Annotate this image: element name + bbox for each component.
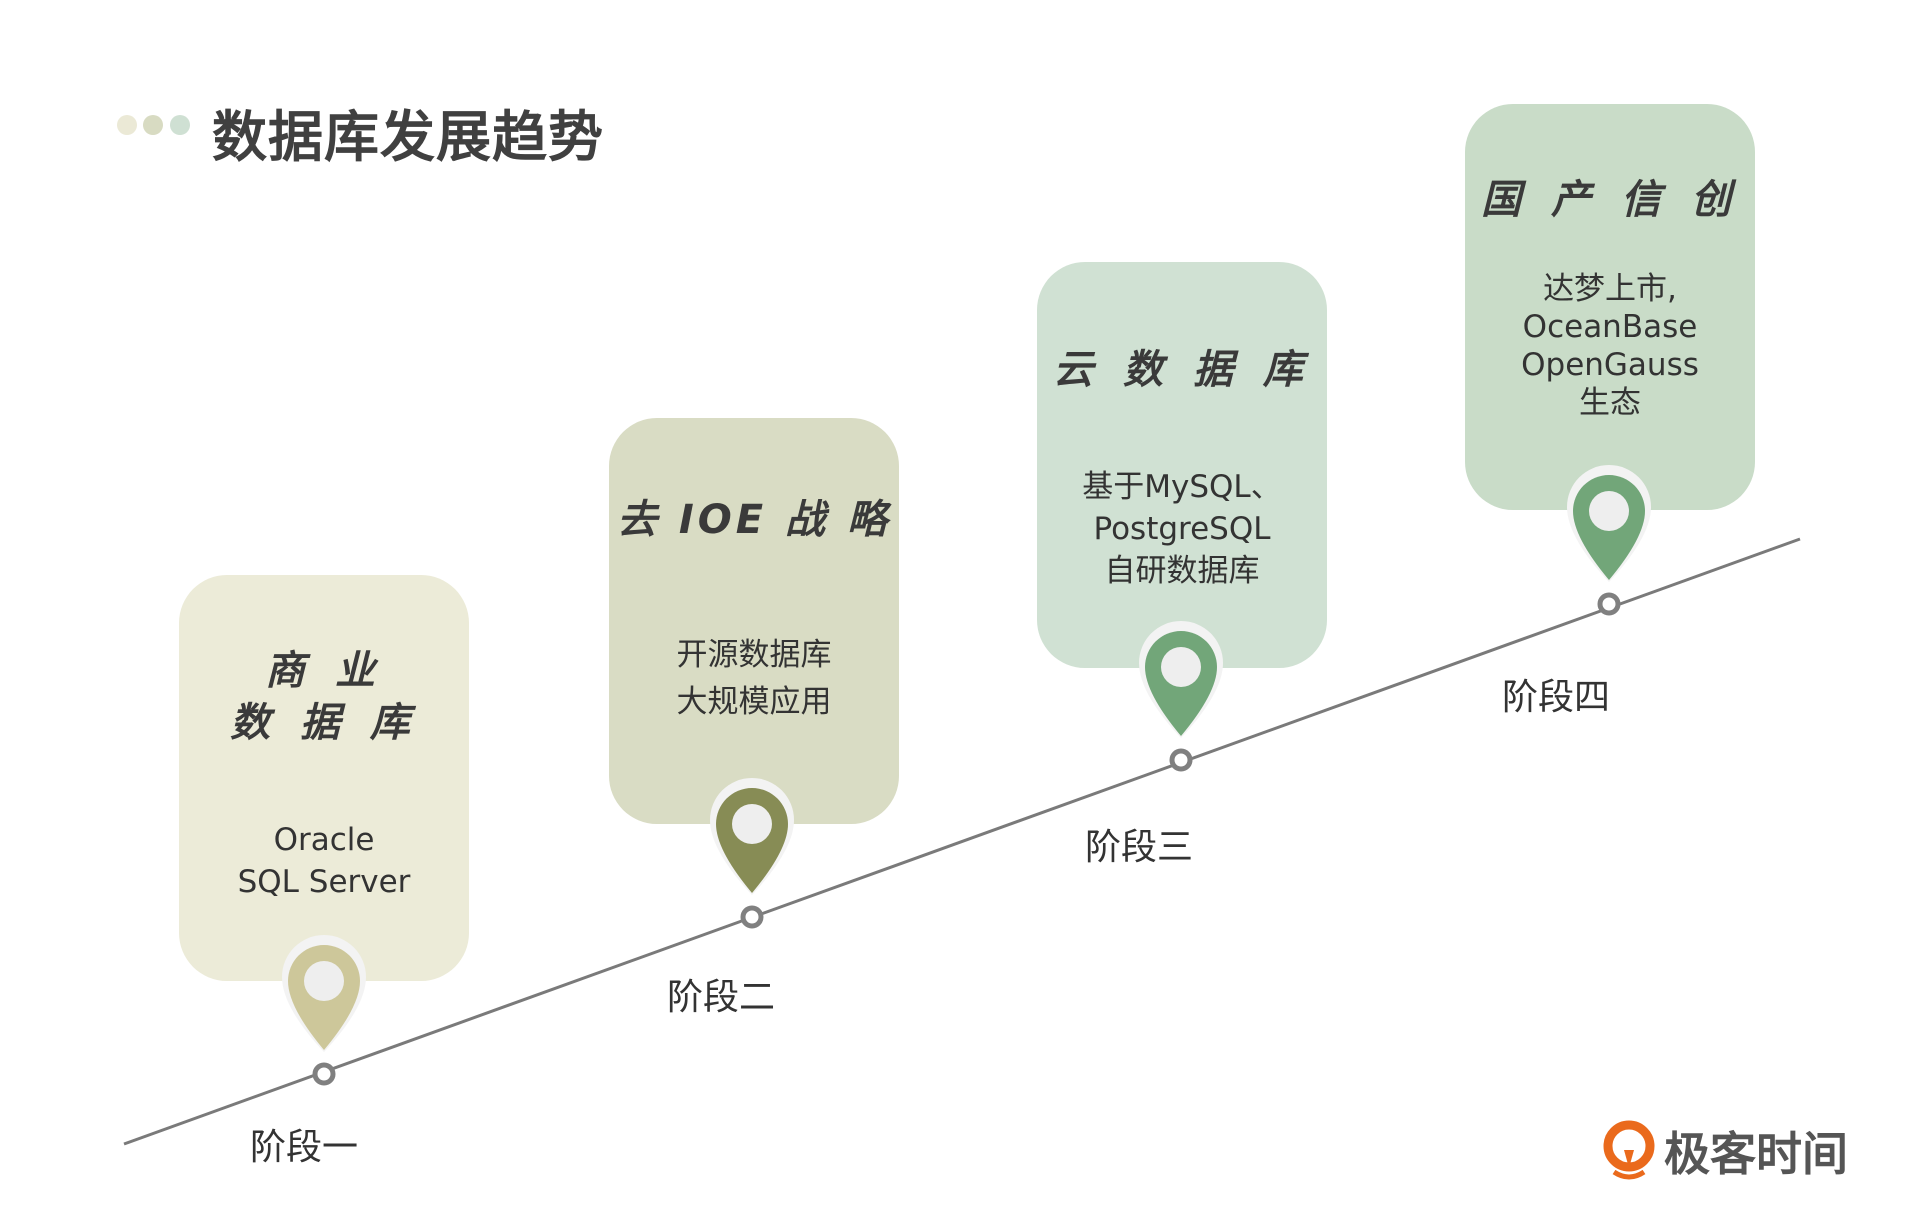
pin-center [732,804,772,844]
stage-heading: 云 数 据 库 [1053,347,1311,393]
timeline-node [1169,748,1193,772]
stage-label-2: 阶段二 [667,977,776,1018]
stage-card-3: 云 数 据 库 基于MySQL、 PostgreSQL 自研数据库 [1037,262,1327,668]
stage-label-4: 阶段四 [1502,677,1611,718]
pin-center [304,961,344,1001]
timeline-node [1597,592,1621,616]
logo-text: 极客时间 [1664,1127,1848,1181]
geektime-logo-icon [1603,1120,1655,1180]
pin-center [1161,647,1201,687]
decor-dot-3 [170,115,190,135]
pin-center [1589,491,1629,531]
page-title: 数据库发展趋势 [212,105,605,169]
timeline-node [312,1062,336,1086]
stage-body: 开源数据库 大规模应用 [676,637,832,720]
stage-heading: 商 业 数 据 库 [230,648,418,746]
stage-card-2: 去 IOE 战 略 开源数据库 大规模应用 [609,418,899,824]
timeline-node [740,905,764,929]
stage-body: 基于MySQL、 PostgreSQL 自研数据库 [1082,469,1282,589]
stage-body: 达梦上市, OceanBase OpenGauss 生态 [1521,271,1699,421]
stage-card-1: 商 业 数 据 库 Oracle SQL Server [179,575,469,981]
timeline-line [123,537,1801,1146]
geektime-logo: 极客时间 [1602,1118,1848,1184]
stage-label-1: 阶段一 [250,1127,359,1168]
stage-body: Oracle SQL Server [237,822,411,900]
stage-heading: 去 IOE 战 略 [617,497,891,543]
stage-heading: 国 产 信 创 [1481,177,1739,223]
stage-card-4: 国 产 信 创 达梦上市, OceanBase OpenGauss 生态 [1465,104,1755,510]
decor-dot-2 [143,115,163,135]
decor-dot-1 [117,115,137,135]
stage-label-3: 阶段三 [1085,827,1194,868]
